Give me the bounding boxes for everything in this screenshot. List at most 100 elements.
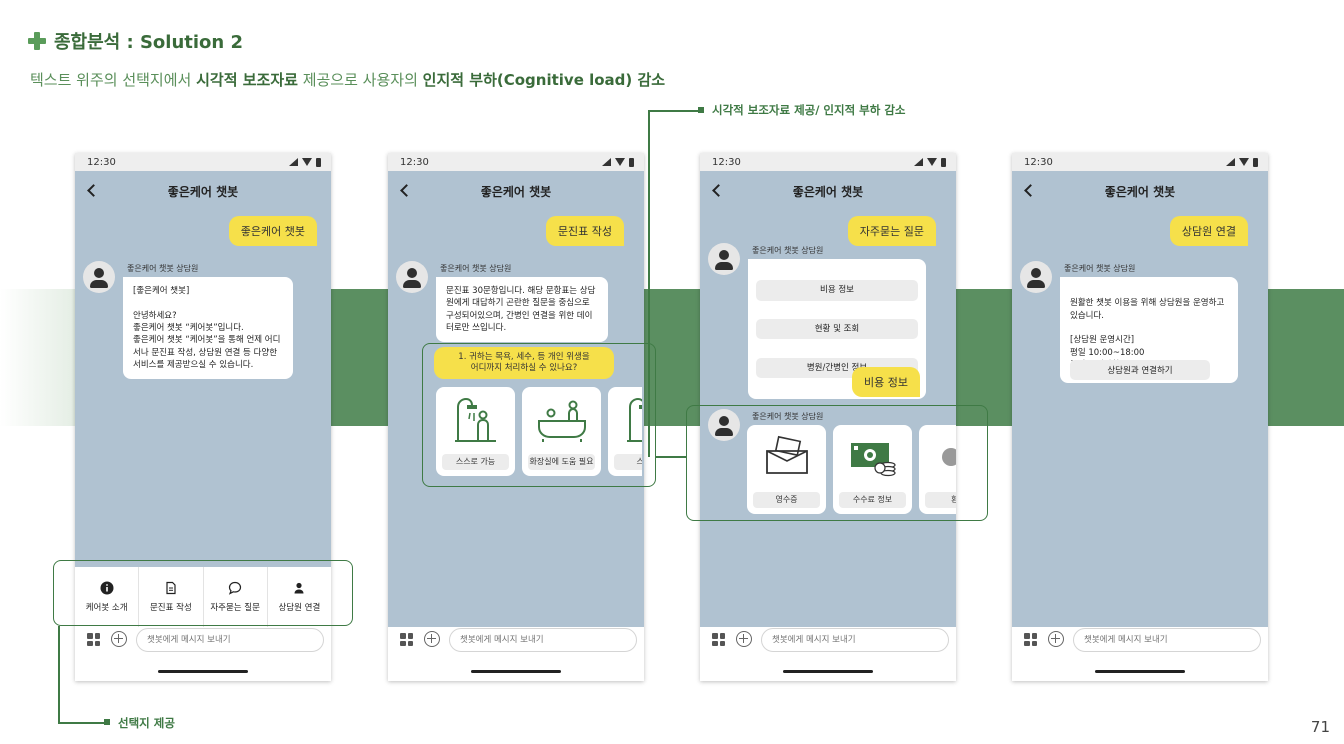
chat-screen: 좋은케어 챗봇 자주묻는 질문 좋은케어 챗봇 상담원 비용 정보 현황 및 조… bbox=[700, 171, 956, 627]
status-time: 12:30 bbox=[400, 156, 429, 168]
battery-icon bbox=[1253, 157, 1258, 167]
menu-item-label: 문진표 작성 bbox=[149, 603, 192, 613]
user-message: 자주묻는 질문 bbox=[847, 216, 936, 246]
signal-icon bbox=[602, 158, 611, 166]
plus-circle-icon[interactable] bbox=[111, 631, 127, 647]
input-bar bbox=[75, 627, 331, 681]
wallet-icon bbox=[765, 435, 808, 474]
answer-card[interactable]: 스스로 가능 bbox=[436, 387, 515, 476]
back-icon[interactable] bbox=[1024, 184, 1037, 197]
cost-card[interactable]: 환불 bbox=[919, 425, 956, 514]
callout-visual-aid: 시각적 보조자료 제공/ 인지적 부하 감소 bbox=[712, 103, 906, 117]
chat-screen: 좋은케어 챗봇 문진표 작성 좋은케어 챗봇 상담원 문진표 30문항입니다. … bbox=[388, 171, 644, 627]
card-label: 스스로 가능 bbox=[442, 454, 509, 470]
highlight-menu bbox=[53, 560, 353, 626]
menu-item-carebot-intro[interactable]: 케어봇 소개 bbox=[75, 567, 140, 627]
grid-icon[interactable] bbox=[712, 633, 725, 646]
subtitle-bold: (Cognitive load) 감소 bbox=[496, 71, 666, 89]
home-indicator bbox=[158, 670, 248, 673]
message-input[interactable] bbox=[449, 628, 637, 652]
plus-circle-icon[interactable] bbox=[736, 631, 752, 647]
callout-connector bbox=[656, 456, 686, 458]
menu-item-label: 자주묻는 질문 bbox=[210, 603, 260, 613]
answer-card[interactable]: 스스로 bbox=[608, 387, 642, 476]
option-cost-info[interactable]: 비용 정보 bbox=[756, 280, 918, 301]
subtitle-part: 제공으로 사용자의 bbox=[297, 71, 423, 89]
chat-header: 좋은케어 챗봇 bbox=[75, 171, 331, 211]
callout-line bbox=[58, 626, 60, 723]
phone-screen-4: 12:30 좋은케어 챗봇 상담원 연결 좋은케어 챗봇 상담원 원활한 챗봇 … bbox=[1012, 153, 1268, 681]
home-indicator bbox=[471, 670, 561, 673]
chat-header: 좋은케어 챗봇 bbox=[1012, 171, 1268, 211]
status-bar: 12:30 bbox=[1012, 153, 1268, 171]
card-label: 스스로 bbox=[614, 454, 642, 470]
status-time: 12:30 bbox=[1024, 156, 1053, 168]
signal-icon bbox=[914, 158, 923, 166]
callout-marker bbox=[104, 719, 110, 725]
back-icon[interactable] bbox=[712, 184, 725, 197]
user-message: 비용 정보 bbox=[852, 367, 920, 397]
question-bubble: 1. 귀하는 목욕, 세수, 등 개인 위생을 어디까지 처리하실 수 있나요? bbox=[434, 347, 614, 379]
avatar bbox=[708, 409, 740, 441]
plus-circle-icon[interactable] bbox=[424, 631, 440, 647]
page-title: 종합분석 : Solution 2 bbox=[28, 28, 243, 54]
battery-icon bbox=[316, 157, 321, 167]
page-subtitle: 텍스트 위주의 선택지에서 시각적 보조자료 제공으로 사용자의 인지적 부하(… bbox=[30, 69, 665, 90]
bot-message: 문진표 30문항입니다. 해당 문항표는 상담원에게 대답하기 곤란한 질문을 … bbox=[436, 277, 608, 343]
battery-icon bbox=[629, 157, 634, 167]
avatar bbox=[1020, 261, 1052, 293]
plus-icon bbox=[28, 32, 46, 50]
grid-icon[interactable] bbox=[87, 633, 100, 646]
input-bar bbox=[700, 627, 956, 681]
agent-name: 좋은케어 챗봇 상담원 bbox=[1064, 264, 1136, 273]
cost-carousel: 영수증 수수료 정보 환불 bbox=[744, 425, 956, 517]
phone-screen-3: 12:30 좋은케어 챗봇 자주묻는 질문 좋은케어 챗봇 상담원 비용 정보 … bbox=[700, 153, 956, 681]
chat-icon bbox=[229, 581, 242, 595]
shower-person-icon bbox=[626, 397, 642, 442]
option-status-inquiry[interactable]: 현황 및 조회 bbox=[756, 318, 918, 340]
highlight-cost-cards bbox=[686, 405, 988, 521]
status-bar: 12:30 bbox=[75, 153, 331, 171]
card-label: 영수증 bbox=[753, 492, 820, 508]
back-icon[interactable] bbox=[87, 184, 100, 197]
menu-item-label: 케어봇 소개 bbox=[85, 603, 128, 613]
chat-header: 좋은케어 챗봇 bbox=[700, 171, 956, 211]
grid-icon[interactable] bbox=[1024, 633, 1037, 646]
signal-icon bbox=[289, 158, 298, 166]
highlight-question-cards bbox=[422, 343, 656, 487]
input-bar bbox=[388, 627, 644, 681]
grid-icon[interactable] bbox=[400, 633, 413, 646]
menu-item-questionnaire[interactable]: 문진표 작성 bbox=[139, 567, 204, 627]
home-indicator bbox=[1095, 670, 1185, 673]
bath-assist-icon bbox=[537, 400, 586, 442]
answer-card[interactable]: 화장실에 도움 필요 bbox=[522, 387, 601, 476]
menu-item-label: 상담원 연결 bbox=[278, 603, 321, 613]
cost-card[interactable]: 영수증 bbox=[747, 425, 826, 514]
signal-icon bbox=[1226, 158, 1235, 166]
message-input[interactable] bbox=[136, 628, 324, 652]
message-input[interactable] bbox=[761, 628, 949, 652]
callout-line bbox=[58, 722, 104, 724]
coin-stack-icon bbox=[941, 448, 956, 466]
person-icon bbox=[294, 582, 304, 594]
subtitle-bold: 인지적 부하 bbox=[422, 71, 497, 89]
message-input[interactable] bbox=[1073, 628, 1261, 652]
back-icon[interactable] bbox=[400, 184, 413, 197]
bot-message: [좋은케어 챗봇] 안녕하세요? 좋은케어 챗봇 “케어봇”입니다. 좋은케어 … bbox=[123, 277, 293, 380]
card-label: 환불 bbox=[925, 492, 956, 508]
wifi-icon bbox=[927, 158, 937, 166]
document-icon bbox=[166, 581, 176, 595]
connect-agent-button[interactable]: 상담원과 연결하기 bbox=[1070, 360, 1210, 380]
user-message: 상담원 연결 bbox=[1169, 216, 1248, 246]
chat-screen: 좋은케어 챗봇 상담원 연결 좋은케어 챗봇 상담원 원활한 챗봇 이용을 위해… bbox=[1012, 171, 1268, 627]
callout-choices: 선택지 제공 bbox=[118, 716, 175, 730]
cost-card[interactable]: 수수료 정보 bbox=[833, 425, 912, 514]
status-time: 12:30 bbox=[87, 156, 116, 168]
plus-circle-icon[interactable] bbox=[1048, 631, 1064, 647]
menu-item-agent-connect[interactable]: 상담원 연결 bbox=[268, 567, 331, 627]
card-label: 수수료 정보 bbox=[839, 492, 906, 508]
page-number: 71 bbox=[1310, 718, 1330, 736]
menu-item-faq[interactable]: 자주묻는 질문 bbox=[204, 567, 268, 627]
wifi-icon bbox=[615, 158, 625, 166]
card-label: 화장실에 도움 필요 bbox=[528, 454, 595, 470]
